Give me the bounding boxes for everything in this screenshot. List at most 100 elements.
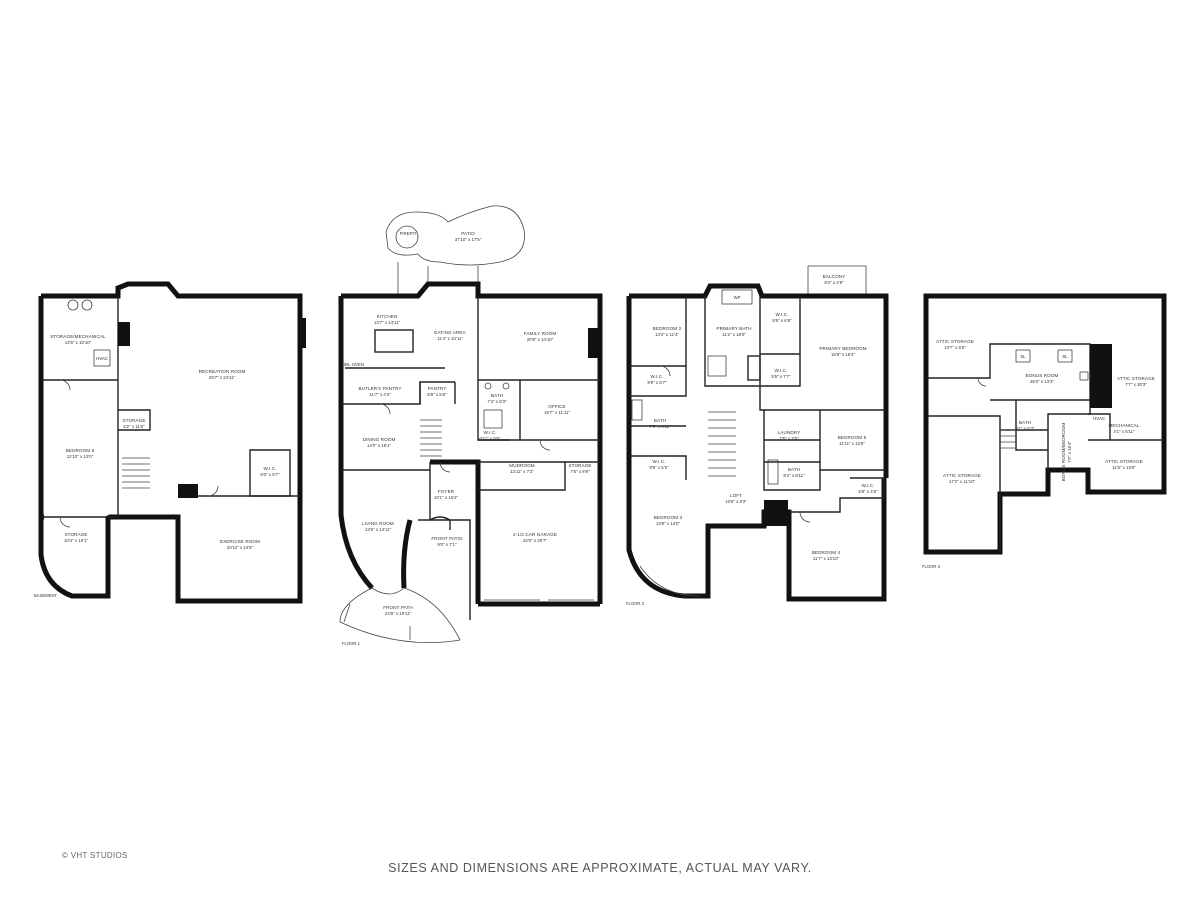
bedroom3-label: BEDROOM 3	[654, 515, 683, 520]
bath-floor2b-dims: 8'4" x 8'11"	[783, 473, 805, 478]
mechanical-dims: 4'1" x 5'11"	[1113, 429, 1135, 434]
front-path-dims: 23'8" x 10'11"	[385, 611, 412, 616]
bath-floor3-dims: 8'1" x 5'3"	[1015, 426, 1035, 431]
dining-room-dims: 14'0" x 15'1"	[367, 443, 392, 448]
basement-plan: STORAGE/MECHANICAL 13'5" x 10'10" HVAC R…	[34, 281, 306, 604]
bedroom4-dims: 11'7" x 13'10"	[813, 556, 840, 561]
storage-bay-label: STORAGE	[64, 532, 87, 537]
mudroom-dims: 13'11" x 7'2"	[510, 469, 534, 474]
bedroom3-dims: 13'8" x 14'0"	[656, 521, 681, 526]
floor3-plan: ATTIC STORAGE 10'7" x 6'6" SL SL BONUS R…	[922, 293, 1167, 569]
attic-storage4-label: ATTIC STORAGE	[943, 473, 981, 478]
bonus-room-label: BONUS ROOM	[1026, 373, 1059, 378]
exercise-room-dims: 20'11" x 14'6"	[227, 545, 254, 550]
kitchen-label: KITCHEN	[377, 314, 398, 319]
bedroom5-label: BEDROOM 5	[838, 435, 867, 440]
floor1-label: FLOOR 1	[342, 641, 361, 646]
bath-floor2a-dims: 7'9" x 8'11"	[649, 424, 671, 429]
bedroom2-dims: 13'2" x 11'4"	[655, 332, 679, 337]
garage-dims: 22'0" x 25'7"	[523, 538, 548, 543]
loft-dims: 10'5" x 9'3"	[725, 499, 747, 504]
living-room-dims: 13'6" x 14'11"	[365, 527, 392, 532]
recreation-room-label: RECREATION ROOM	[199, 369, 246, 374]
balcony-dims: 8'4" x 4'8"	[824, 280, 844, 285]
bonus-room-dims: 25'3" x 13'3"	[1030, 379, 1055, 384]
family-room-label: FAMILY ROOM	[524, 331, 557, 336]
patio-label: PATIO	[461, 231, 475, 236]
butlers-pantry-label: BUTLER'S PANTRY	[358, 386, 401, 391]
skylight2-label: SL	[1062, 354, 1068, 359]
pantry-label: PANTRY	[428, 386, 447, 391]
bedroom6-label: BEDROOM 6	[66, 448, 95, 453]
attic-storage3-label: ATTIC STORAGE	[1105, 459, 1143, 464]
front-patio-label: FRONT PATIO	[431, 536, 463, 541]
attic-storage3-dims: 11'5" x 15'6"	[1112, 465, 1136, 470]
wic-floor1-dims: 6'11" x 5'6"	[479, 436, 501, 441]
disclaimer-text: SIZES AND DIMENSIONS ARE APPROXIMATE, AC…	[388, 861, 812, 875]
wic-floor2a-label: W.I.C.	[650, 374, 663, 379]
attic-storage1-label: ATTIC STORAGE	[936, 339, 974, 344]
eating-area-dims: 11'4" x 10'11"	[437, 336, 463, 341]
eating-area-label: EATING AREA	[434, 330, 466, 335]
bedroom5-dims: 11'11" x 12'6"	[839, 441, 865, 446]
butlers-pantry-dims: 11'7" x 4'3"	[369, 392, 391, 397]
bath-floor3-label: BATH	[1019, 420, 1031, 425]
wic-primary2-label: W.I.C.	[774, 368, 787, 373]
basement-floor-label: BASEMENT	[34, 593, 57, 598]
attic-storage1-dims: 10'7" x 6'6"	[944, 345, 966, 350]
bedroom6-dims: 12'10" x 13'0"	[67, 454, 94, 459]
wic-floor1-label: W.I.C.	[483, 430, 496, 435]
wic-primary1-dims: 5'5" x 6'9"	[772, 318, 792, 323]
wic-floor2b-dims: 9'9" x 5'5"	[649, 465, 669, 470]
primary-bedroom-dims: 15'9" x 15'4"	[831, 352, 856, 357]
bath-floor2b-label: BATH	[788, 467, 800, 472]
laundry-dims: 7'5" x 7'6"	[779, 436, 799, 441]
storage-basement-label: STORAGE	[122, 418, 145, 423]
foyer-label: FOYER	[438, 489, 455, 494]
exercise-room-label: EXERCISE ROOM	[220, 539, 260, 544]
floor2-plan: BALCONY 8'4" x 4'8" WP BEDROOM 2 13'2" x…	[626, 265, 889, 606]
bonus-room-bedroom-dims: 7'0" x 15'4"	[1067, 441, 1072, 463]
primary-bath-label: PRIMARY BATH	[716, 326, 751, 331]
floor2-label: FLOOR 2	[626, 601, 645, 606]
copyright-notice: © VHT STUDIOS	[62, 851, 128, 860]
floor3-label: FLOOR 3	[922, 564, 941, 569]
bath-floor1-label: BATH	[491, 393, 503, 398]
dbl-oven-label: DBL OVEN	[342, 362, 364, 367]
storage-floor1-label: STORAGE	[568, 463, 591, 468]
attic-storage4-dims: 17'2" x 11'10"	[949, 479, 976, 484]
laundry-label: LAUNDRY	[778, 430, 801, 435]
wic-primary2-dims: 5'5" x 7'7"	[771, 374, 791, 379]
balcony-label: BALCONY	[823, 274, 846, 279]
front-path-label: FRONT PATH	[383, 605, 413, 610]
storage-basement-dims: 5'2" x 11'6"	[123, 424, 145, 429]
wic-floor2c-dims: 5'8" x 4'6"	[858, 489, 878, 494]
skylight1-label: SL	[1020, 354, 1026, 359]
office-label: OFFICE	[548, 404, 565, 409]
firepit-label: FIREPIT	[400, 231, 417, 236]
hvac-label: HVAC	[96, 356, 108, 361]
floor1-plan: FIREPIT PATIO 37'10" x 17'5" KITCHEN 13'…	[338, 205, 603, 646]
office-dims: 16'7" x 11'11"	[544, 410, 570, 415]
attic-storage2-dims: 7'7" x 20'3"	[1125, 382, 1147, 387]
foyer-dims: 10'1" x 16'2"	[434, 495, 459, 500]
storage-bay-dims: 10'4" x 10'1"	[64, 538, 89, 543]
loft-label: LOFT	[730, 493, 742, 498]
hvac-floor3-label: HVAC	[1093, 416, 1105, 421]
wic-basement-dims: 6'0" x 5'7"	[260, 472, 280, 477]
bath-floor1-dims: 7'4" x 8'3"	[487, 399, 507, 404]
primary-bedroom-label: PRIMARY BEDROOM	[819, 346, 866, 351]
whirlpool-label: WP	[733, 295, 740, 300]
storage-floor1-dims: 7'6" x 8'9"	[570, 469, 590, 474]
primary-bath-dims: 11'2" x 18'0"	[722, 332, 746, 337]
wic-floor2a-dims: 9'9" x 5'7"	[647, 380, 667, 385]
storage-mechanical-label: STORAGE/MECHANICAL	[50, 334, 106, 339]
wic-primary1-label: W.I.C.	[775, 312, 788, 317]
wic-basement-label: W.I.C.	[263, 466, 276, 471]
wic-floor2c-label: W.I.C.	[861, 483, 874, 488]
family-room-dims: 20'8" x 14'10"	[527, 337, 554, 342]
pantry-dims: 5'8" x 5'6"	[427, 392, 447, 397]
living-room-label: LIVING ROOM	[362, 521, 394, 526]
mechanical-label: MECHANICAL	[1108, 423, 1139, 428]
